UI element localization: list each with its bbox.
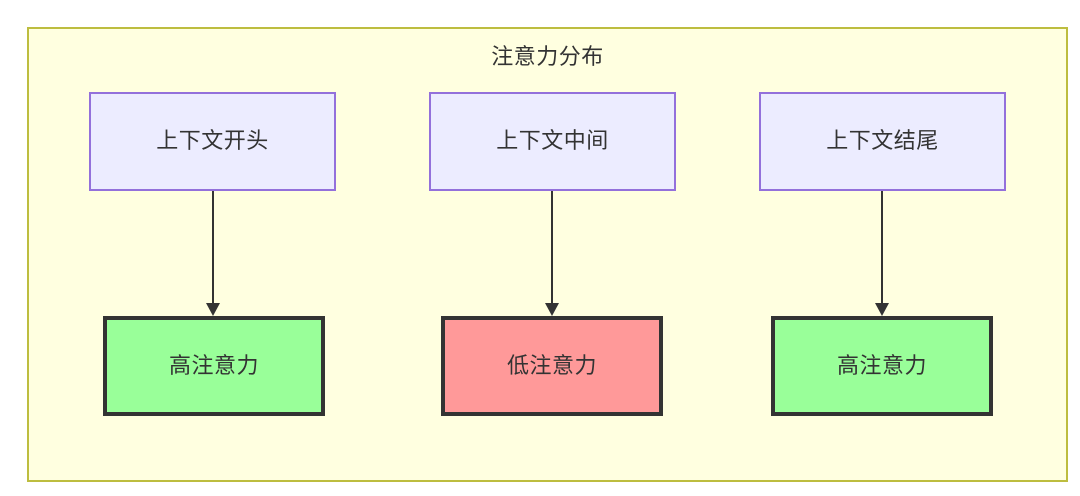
node-high-attention-ending[interactable]: 高注意力: [771, 316, 993, 416]
edge-middle-to-low-attention: [545, 191, 559, 316]
edge-line: [551, 191, 553, 304]
edge-line: [881, 191, 883, 304]
node-context-middle[interactable]: 上下文中间: [429, 92, 676, 191]
arrowhead-icon: [545, 303, 559, 316]
edge-ending-to-high-attention: [875, 191, 889, 316]
arrowhead-icon: [206, 303, 220, 316]
node-high-attention-beginning[interactable]: 高注意力: [103, 316, 325, 416]
subgraph-title: 注意力分布: [491, 44, 604, 69]
edge-beginning-to-high-attention: [206, 191, 220, 316]
node-low-attention-middle[interactable]: 低注意力: [441, 316, 663, 416]
node-context-beginning[interactable]: 上下文开头: [89, 92, 336, 191]
arrowhead-icon: [875, 303, 889, 316]
edge-line: [212, 191, 214, 304]
node-context-ending[interactable]: 上下文结尾: [759, 92, 1006, 191]
